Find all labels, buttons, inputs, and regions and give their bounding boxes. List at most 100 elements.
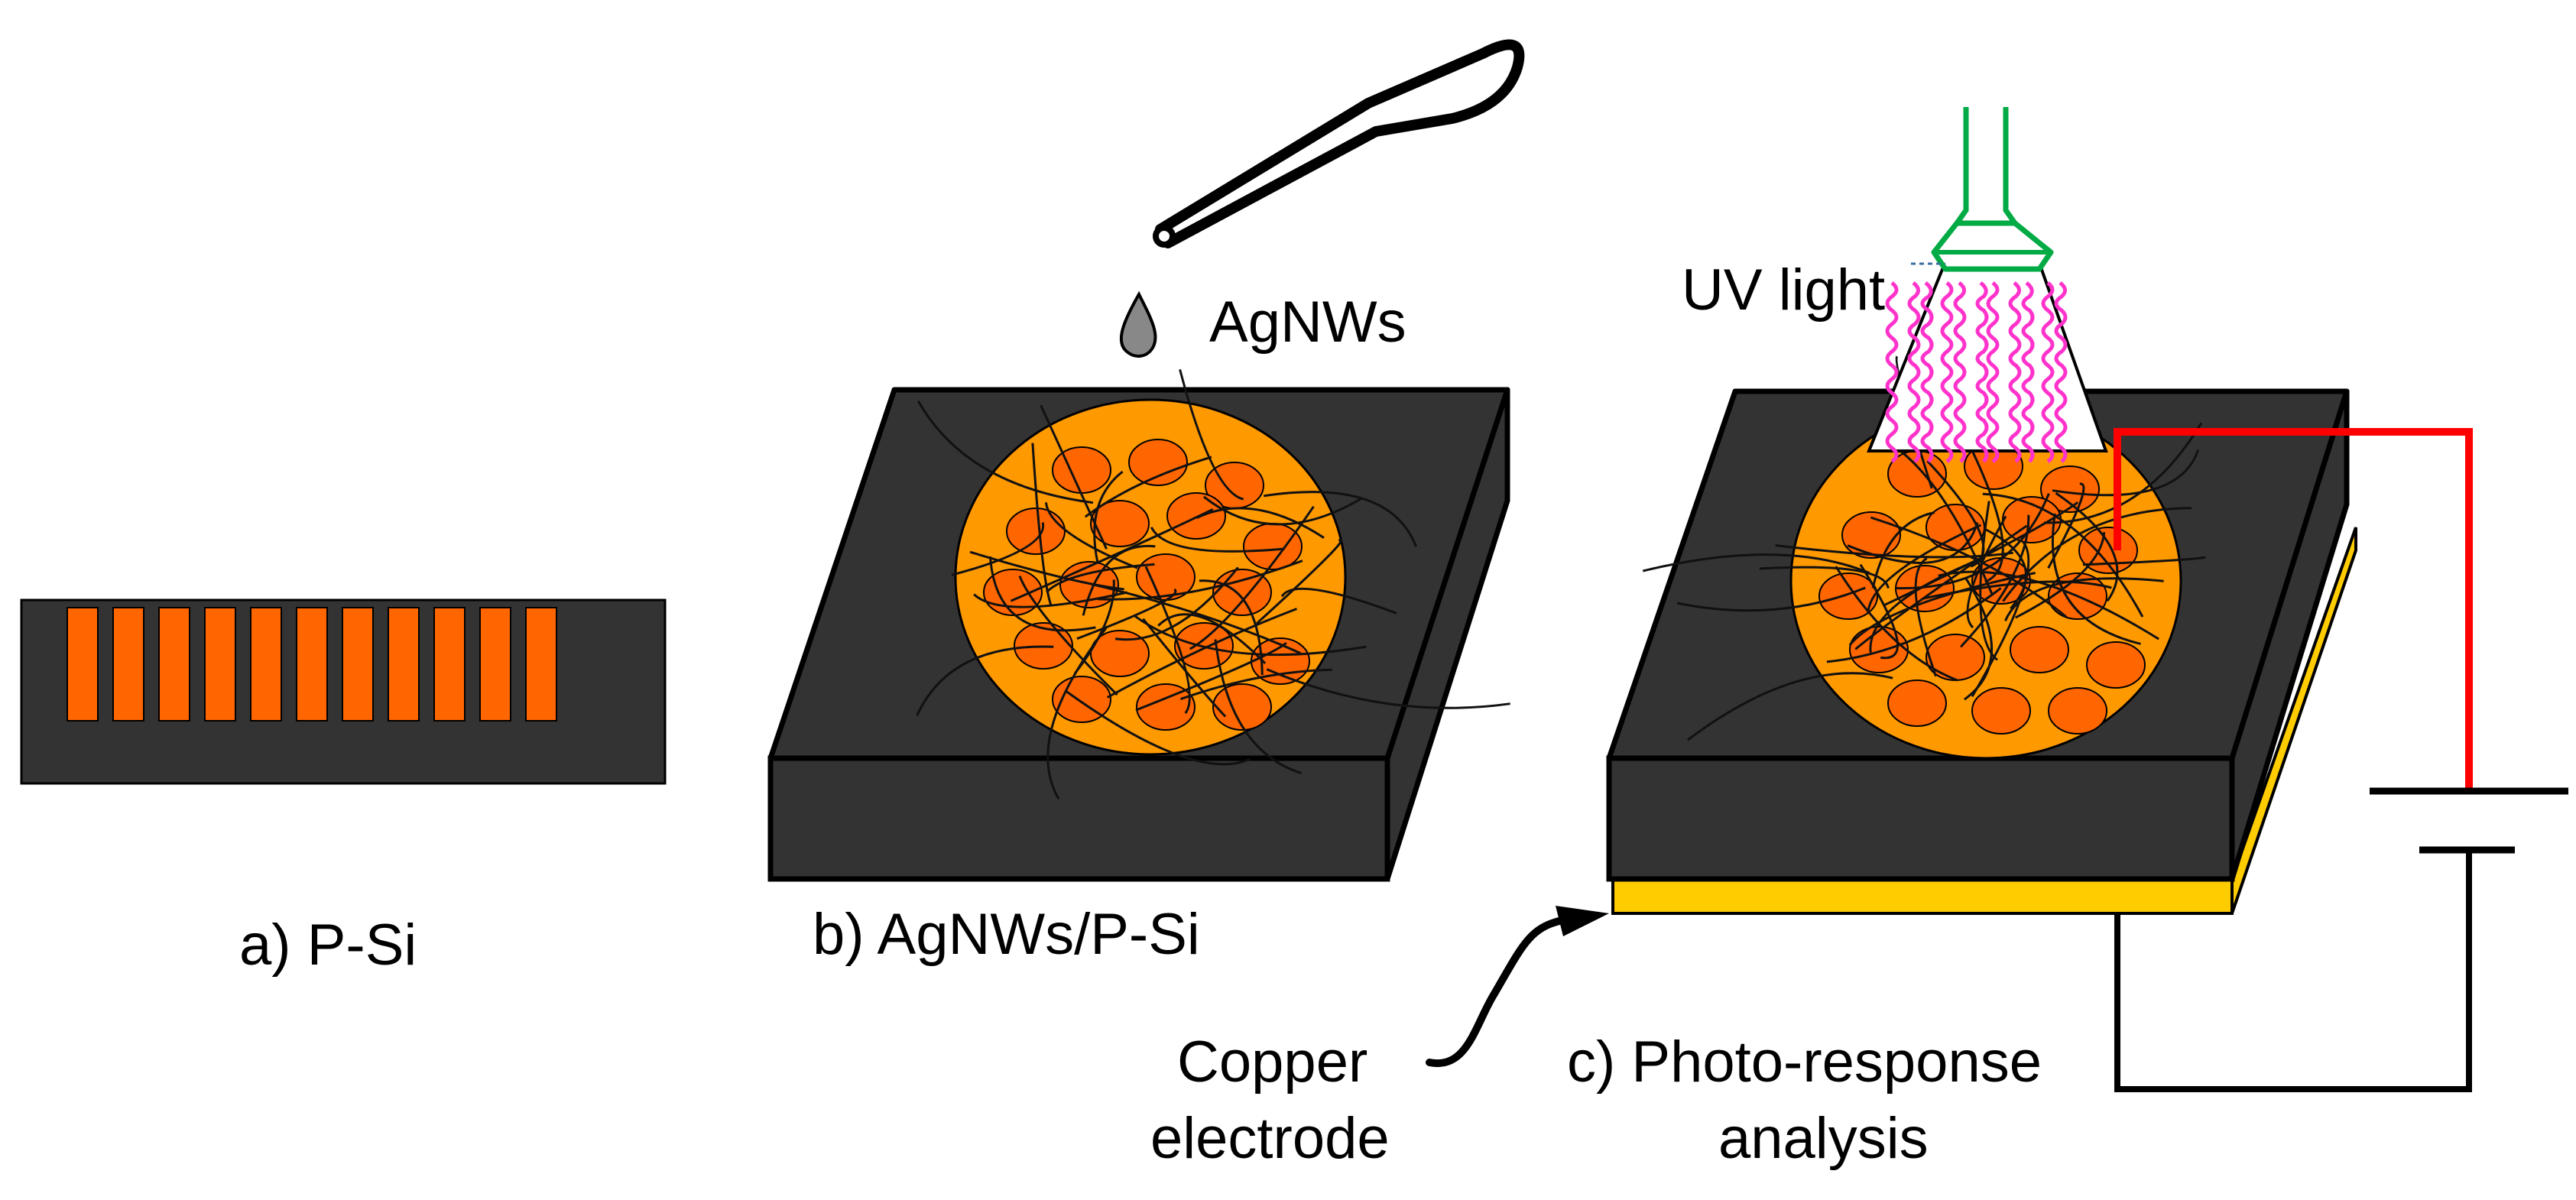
nanowire	[1759, 566, 1890, 589]
red-wire	[2114, 428, 2473, 791]
pore	[1136, 683, 1196, 731]
pore-column	[479, 607, 511, 722]
nanowire	[1686, 672, 1893, 741]
nanowire	[1835, 566, 1958, 682]
nanowire	[988, 556, 1096, 632]
copper-label-line1: Copper	[1177, 1030, 1367, 1095]
nanowire	[1144, 566, 1191, 715]
pore-column	[388, 607, 420, 722]
pore	[1166, 492, 1226, 540]
uv-wave	[2054, 281, 2068, 463]
pore-columns	[67, 607, 557, 722]
panel-b-agnws-psi-block	[767, 369, 1510, 882]
nanowire	[2082, 556, 2206, 566]
agnws-label: AgNWs	[1209, 290, 1406, 355]
panel-c-label-line2: analysis	[1718, 1106, 1929, 1171]
pore-column	[433, 607, 466, 722]
uv-waves	[1885, 281, 2068, 463]
nanowire	[1676, 586, 1866, 612]
pore-column	[158, 607, 190, 722]
pore	[1128, 439, 1188, 486]
uv-wave	[2008, 281, 2022, 463]
nanowire	[2043, 422, 2203, 524]
nanowire	[1775, 544, 2013, 559]
panel-a-psi-cross-section	[20, 598, 667, 785]
pores-b	[983, 439, 1310, 731]
nanowire	[1966, 515, 2007, 629]
pore-column	[67, 607, 99, 722]
uv-wave	[1907, 281, 1921, 463]
uv-wave	[1885, 281, 1899, 463]
nanowire-network-c	[1642, 355, 2206, 741]
pore	[2010, 626, 2069, 673]
pore	[1849, 626, 1909, 673]
pore-column	[250, 607, 282, 722]
pore-column	[342, 607, 374, 722]
uv-wave	[1920, 281, 1934, 463]
pore	[2078, 527, 2138, 574]
uv-wave	[1986, 281, 2000, 463]
nanowire	[2047, 482, 2085, 569]
nanowire	[2002, 507, 2192, 602]
nanowire	[2004, 577, 2164, 621]
nanowire	[2015, 532, 2106, 619]
nanowire	[916, 645, 1054, 716]
pore	[1841, 511, 1901, 559]
uv-wave	[2021, 281, 2035, 463]
nanowire	[1848, 572, 2036, 646]
nanowire	[1073, 579, 1115, 675]
black-wire	[2114, 850, 2472, 1092]
nanowire	[1280, 587, 1397, 615]
uv-wave	[1975, 281, 1989, 463]
nanowire	[1091, 582, 1302, 655]
pore	[1006, 508, 1066, 555]
nanowire	[1082, 544, 1156, 616]
nanowire	[1076, 588, 1177, 641]
nanowire	[969, 550, 1124, 591]
nanowire	[1883, 501, 2079, 607]
nanowire	[1106, 608, 1298, 699]
nanowire	[1040, 404, 1108, 550]
nanowire	[1114, 566, 1239, 641]
pore	[2048, 687, 2107, 735]
pore	[1212, 683, 1272, 731]
nanowire	[1964, 577, 1993, 701]
nanowire	[1065, 689, 1251, 766]
nanowire	[1196, 507, 1325, 539]
nanowire	[1266, 668, 1510, 709]
pore	[2040, 465, 2100, 513]
pore-column	[525, 607, 557, 722]
nanowire	[1031, 443, 1053, 607]
nanowire	[2055, 491, 2119, 602]
pore-column	[112, 607, 144, 722]
nanowire	[1098, 559, 1303, 601]
panel-c-label-line1: c) Photo-response	[1567, 1030, 2042, 1095]
block-b-front-face	[767, 755, 1390, 882]
nanowire	[1867, 524, 1982, 613]
nanowire	[1180, 668, 1332, 701]
uv-wave	[1940, 281, 1954, 463]
nanowire-network-b	[916, 369, 1510, 800]
uv-lamp-icon	[1867, 107, 2108, 463]
pore-column	[204, 607, 236, 722]
nanowire	[1263, 491, 1418, 547]
nanowire	[1255, 539, 1343, 624]
nanowire	[1914, 557, 1937, 677]
pore	[1971, 687, 2031, 735]
measurement-circuit	[2114, 428, 2568, 1092]
nanowire	[1961, 430, 2004, 583]
panel-c-photoresponse-block	[1606, 355, 2357, 915]
nanowire	[1871, 511, 1935, 589]
nanowire	[1189, 505, 1315, 650]
copper-electrode-arrow	[1426, 906, 1609, 1068]
block-c-front-face	[1606, 755, 2235, 882]
nanowire	[1214, 639, 1302, 775]
nanowire	[1642, 553, 1870, 574]
nanowire	[1150, 527, 1285, 553]
nanowire	[1826, 587, 2002, 663]
nanowire	[1135, 641, 1287, 712]
nanowire	[1157, 613, 1267, 664]
nanowire	[1134, 615, 1367, 657]
uv-wave	[2041, 281, 2055, 463]
pore	[1887, 679, 1947, 727]
